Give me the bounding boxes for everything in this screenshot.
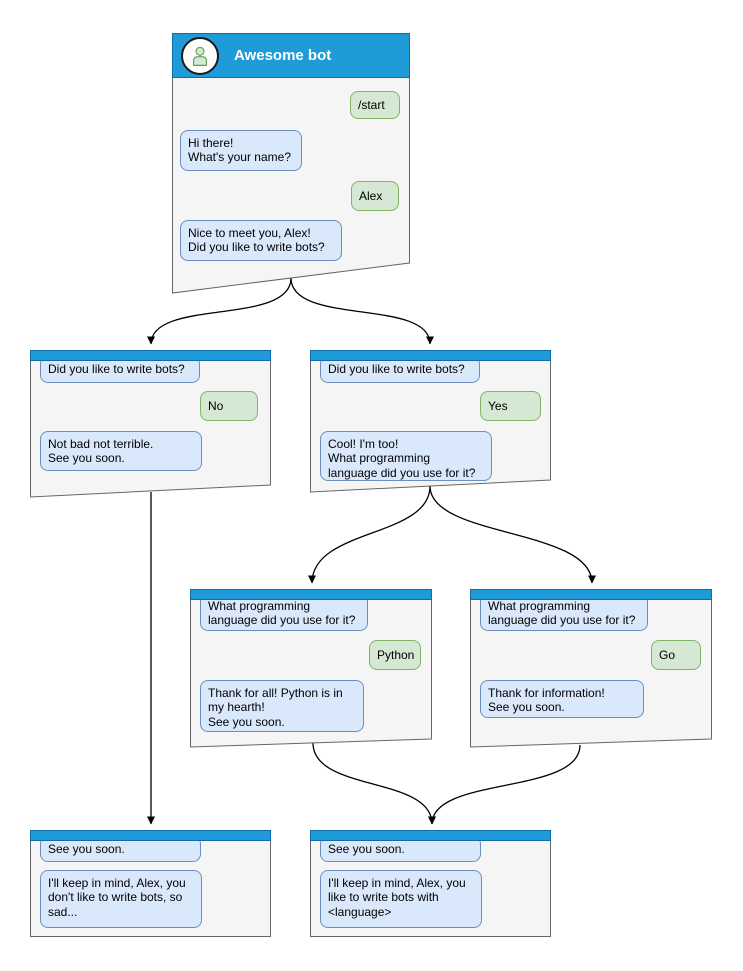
branch-go-window: What programming language did you use fo… — [470, 589, 712, 748]
chat-header — [30, 830, 271, 841]
branch-yes-window: Did you like to write bots? Yes Cool! I'… — [310, 350, 551, 493]
bot-message-bubble: Thank for information! See you soon. — [480, 680, 644, 718]
user-message-bubble: Go — [651, 640, 701, 670]
user-message-bubble: Yes — [480, 391, 541, 421]
chat-header — [470, 589, 712, 600]
final-happy-window: See you soon. I'll keep in mind, Alex, y… — [310, 830, 551, 937]
arrow-main-to-yes — [290, 277, 434, 345]
chat-title: Awesome bot — [234, 47, 332, 64]
arrow-main-to-no — [147, 277, 292, 345]
arrow-yes-to-go — [429, 485, 596, 584]
main-chat-window: /start Hi there! What's your name? Alex … — [172, 33, 410, 294]
person-icon — [192, 46, 208, 66]
final-sad-window: See you soon. I'll keep in mind, Alex, y… — [30, 830, 271, 937]
avatar — [181, 36, 219, 75]
arrow-go-to-happy — [428, 744, 581, 825]
user-message-bubble: Alex — [351, 181, 399, 211]
bot-message-bubble: Nice to meet you, Alex! Did you like to … — [180, 220, 342, 261]
chat-header — [310, 830, 551, 841]
bot-message-bubble: I'll keep in mind, Alex, you don't like … — [40, 870, 202, 928]
chat-header — [310, 350, 551, 361]
arrow-python-to-happy — [312, 742, 436, 825]
user-message-bubble: Python — [369, 640, 421, 670]
bot-message-bubble: Hi there! What's your name? — [180, 130, 302, 171]
chat-header — [30, 350, 271, 361]
user-message-bubble: No — [200, 391, 258, 421]
chat-header: Awesome bot — [172, 33, 410, 78]
user-message-bubble: /start — [350, 91, 400, 119]
bot-message-bubble: Not bad not terrible. See you soon. — [40, 431, 202, 471]
branch-no-window: Did you like to write bots? No Not bad n… — [30, 350, 271, 498]
branch-python-window: What programming language did you use fo… — [190, 589, 432, 748]
bot-message-bubble: Thank for all! Python is in my hearth! S… — [200, 680, 364, 732]
bot-message-bubble: I'll keep in mind, Alex, you like to wri… — [320, 870, 482, 928]
bot-message-bubble: Cool! I'm too! What programming language… — [320, 431, 492, 481]
chat-header — [190, 589, 432, 600]
arrow-yes-to-python — [308, 485, 431, 584]
